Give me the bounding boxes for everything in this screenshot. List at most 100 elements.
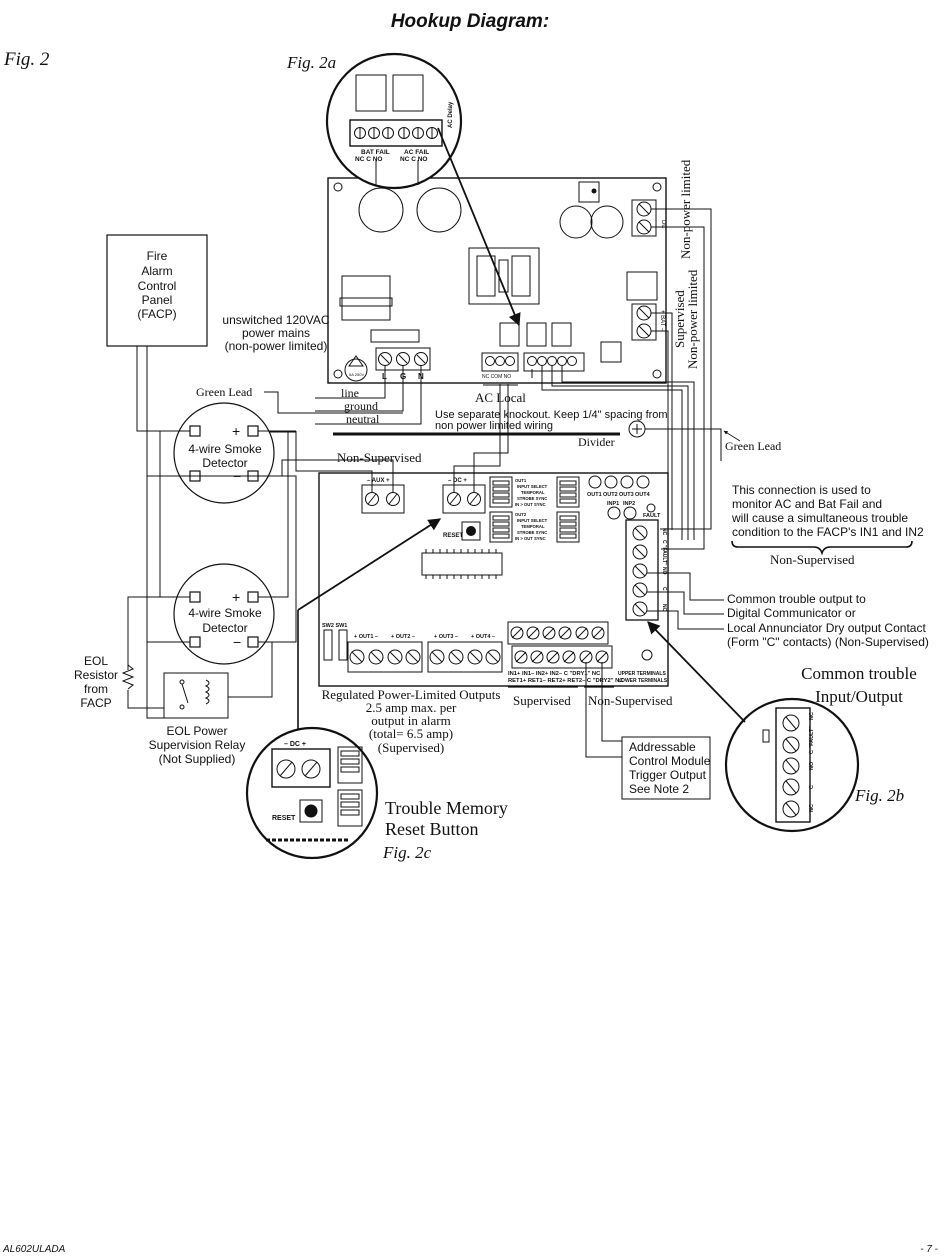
fig-2a-pointer: [437, 127, 521, 327]
fault-term-nc2: NC: [661, 604, 667, 612]
svg-text:Common trouble: Common trouble: [801, 664, 917, 683]
svg-text:Trouble Memory: Trouble Memory: [385, 798, 508, 818]
led-inp2: INP2: [623, 501, 635, 507]
dip2-l2: INPUT SELECT: [517, 518, 548, 523]
svg-text:Digital Communicator or: Digital Communicator or: [727, 606, 856, 620]
svg-text:(Not Supplied): (Not Supplied): [159, 752, 236, 766]
ic-pins: [425, 549, 497, 579]
reset-label: RESET: [443, 533, 463, 539]
svg-text:Trigger Output: Trigger Output: [629, 768, 707, 782]
smoke-detector-1: [173, 402, 275, 504]
ac-local-label: AC Local: [475, 390, 526, 405]
facp-label: Fire Alarm Control Panel (FACP): [137, 249, 176, 321]
out3-term-label: + OUT3 –: [434, 634, 458, 640]
svg-text:EOL: EOL: [84, 654, 108, 668]
ground-label: ground: [344, 399, 378, 413]
zoom2b-cfault: C "FAULT": [809, 726, 815, 754]
out1-term-label: + OUT1 –: [354, 634, 378, 640]
led-out4: OUT4: [635, 492, 651, 498]
dip1-l2: INPUT SELECT: [517, 484, 548, 489]
facp-box: [106, 234, 208, 347]
dip2-l1: OUT2: [515, 512, 527, 517]
zoom2c-reset: RESET: [272, 815, 296, 822]
control-board: [318, 472, 669, 687]
smoke-detector-2: [173, 563, 275, 665]
svg-text:This connection is used to: This connection is used to: [732, 483, 871, 497]
supervised-npl-label: Supervised Non-power limited: [672, 269, 700, 369]
supervised-bottom-label: Supervised: [513, 693, 571, 708]
zoom-ac-fail: AC FAIL: [404, 149, 429, 156]
upper-terminals-label: UPPER TERMINALS: [618, 671, 666, 677]
zoom2b-nc2: NC: [809, 804, 815, 812]
svg-text:will cause a simultaneous trou: will cause a simultaneous trouble: [731, 511, 908, 525]
eol-resistor-label: EOL Resistor from FACP: [74, 654, 118, 710]
dip1-l1: OUT1: [515, 478, 527, 483]
svg-text:Regulated Power-Limited Output: Regulated Power-Limited Outputs: [322, 687, 501, 702]
fault-term-nc1: NC: [661, 528, 667, 536]
svg-text:Control: Control: [138, 279, 177, 293]
fig-2a-label: Fig. 2a: [286, 53, 336, 72]
common-trouble-note: Common trouble output to Digital Communi…: [727, 592, 929, 649]
svg-text:EOL Power: EOL Power: [167, 724, 228, 738]
dip1-l3: TEMPORAL: [521, 490, 545, 495]
svg-text:Panel: Panel: [142, 293, 173, 307]
eol-relay: [163, 672, 229, 719]
zoom-bat-fail: BAT FAIL: [361, 149, 390, 156]
fig-2a-zoom: [325, 52, 463, 190]
zoom-nc-c-no-2: NC C NO: [400, 156, 427, 163]
led-out3: OUT3: [619, 492, 634, 498]
addressable-label: Addressable Control Module Trigger Outpu…: [629, 740, 711, 796]
fig-2c-zoom: [245, 726, 379, 860]
dip2-l3: TEMPORAL: [521, 524, 545, 529]
zoom2b-nc1: NC: [809, 712, 815, 720]
terms-top-label: IN1+ IN1– IN2+ IN2– C "DRY1" NC: [508, 671, 601, 677]
svg-text:Non-power limited: Non-power limited: [685, 269, 700, 369]
dc-label: – DC +: [448, 478, 467, 484]
svg-text:(Supervised): (Supervised): [378, 740, 444, 755]
svg-text:output in alarm: output in alarm: [371, 713, 450, 728]
smoke1-line2: Detector: [202, 456, 247, 470]
svg-text:Use separate knockout. Keep 1/: Use separate knockout. Keep 1/4" spacing…: [435, 409, 668, 421]
svg-text:Common trouble output to: Common trouble output to: [727, 592, 866, 606]
svg-text:Supervision Relay: Supervision Relay: [149, 738, 246, 752]
common-trouble-io-label: Common trouble Input/Output: [801, 664, 917, 706]
zoom2c-dc: – DC +: [284, 741, 306, 748]
green-lead-left: Green Lead: [196, 385, 252, 399]
divider-label: Divider: [578, 435, 615, 449]
eol-relay-label: EOL Power Supervision Relay (Not Supplie…: [149, 724, 246, 766]
zoom2b-no: NO: [809, 761, 815, 770]
svg-text:Control Module: Control Module: [629, 754, 711, 768]
non-supervised-top-label: Non-Supervised: [337, 450, 422, 465]
board-fuse-label: 5A 250V: [349, 372, 364, 377]
fig-2b-zoom: [724, 697, 860, 833]
out2-term-label: + OUT2 –: [391, 634, 415, 640]
knockout-note: Use separate knockout. Keep 1/4" spacing…: [435, 409, 668, 432]
non-supervised-right-label: Non-Supervised: [770, 552, 855, 567]
dip1-l5: IN > OUT SYNC: [515, 502, 546, 507]
svg-text:unswitched 120VAC: unswitched 120VAC: [222, 313, 330, 327]
out4-term-label: + OUT4 –: [471, 634, 495, 640]
svg-text:Supervised: Supervised: [672, 290, 687, 348]
svg-text:(FACP): (FACP): [137, 307, 176, 321]
svg-text:non power limited wiring: non power limited wiring: [435, 420, 553, 432]
svg-text:Resistor: Resistor: [74, 668, 118, 682]
led-out2: OUT2: [603, 492, 618, 498]
interboard-wires: [531, 208, 712, 550]
trouble-memory-label: Trouble Memory Reset Button: [385, 798, 508, 839]
ground-screw: [628, 420, 646, 438]
led-inp1: INP1: [607, 501, 619, 507]
footer-model: AL602ULADA: [2, 1244, 66, 1255]
fault-term-no: NO: [661, 567, 667, 575]
fig-2c-label: Fig. 2c: [382, 843, 432, 862]
svg-text:(Form "C" contacts) (Non-Super: (Form "C" contacts) (Non-Supervised): [727, 635, 929, 649]
zoom-ac-delay: AC Delay: [448, 101, 454, 128]
aux-label: – AUX +: [367, 478, 390, 484]
board-nc-com-no: NC COM NO: [482, 374, 511, 380]
svg-text:(non-power limited): (non-power limited): [225, 339, 328, 353]
zoom2b-c: C: [809, 785, 815, 789]
fig-2-label: Fig. 2: [3, 49, 50, 70]
non-supervised-bottom-label: Non-Supervised: [588, 693, 673, 708]
svg-text:condition to the FACP's IN1 an: condition to the FACP's IN1 and IN2: [732, 525, 924, 539]
footer-page-number: - 7 -: [920, 1244, 938, 1255]
